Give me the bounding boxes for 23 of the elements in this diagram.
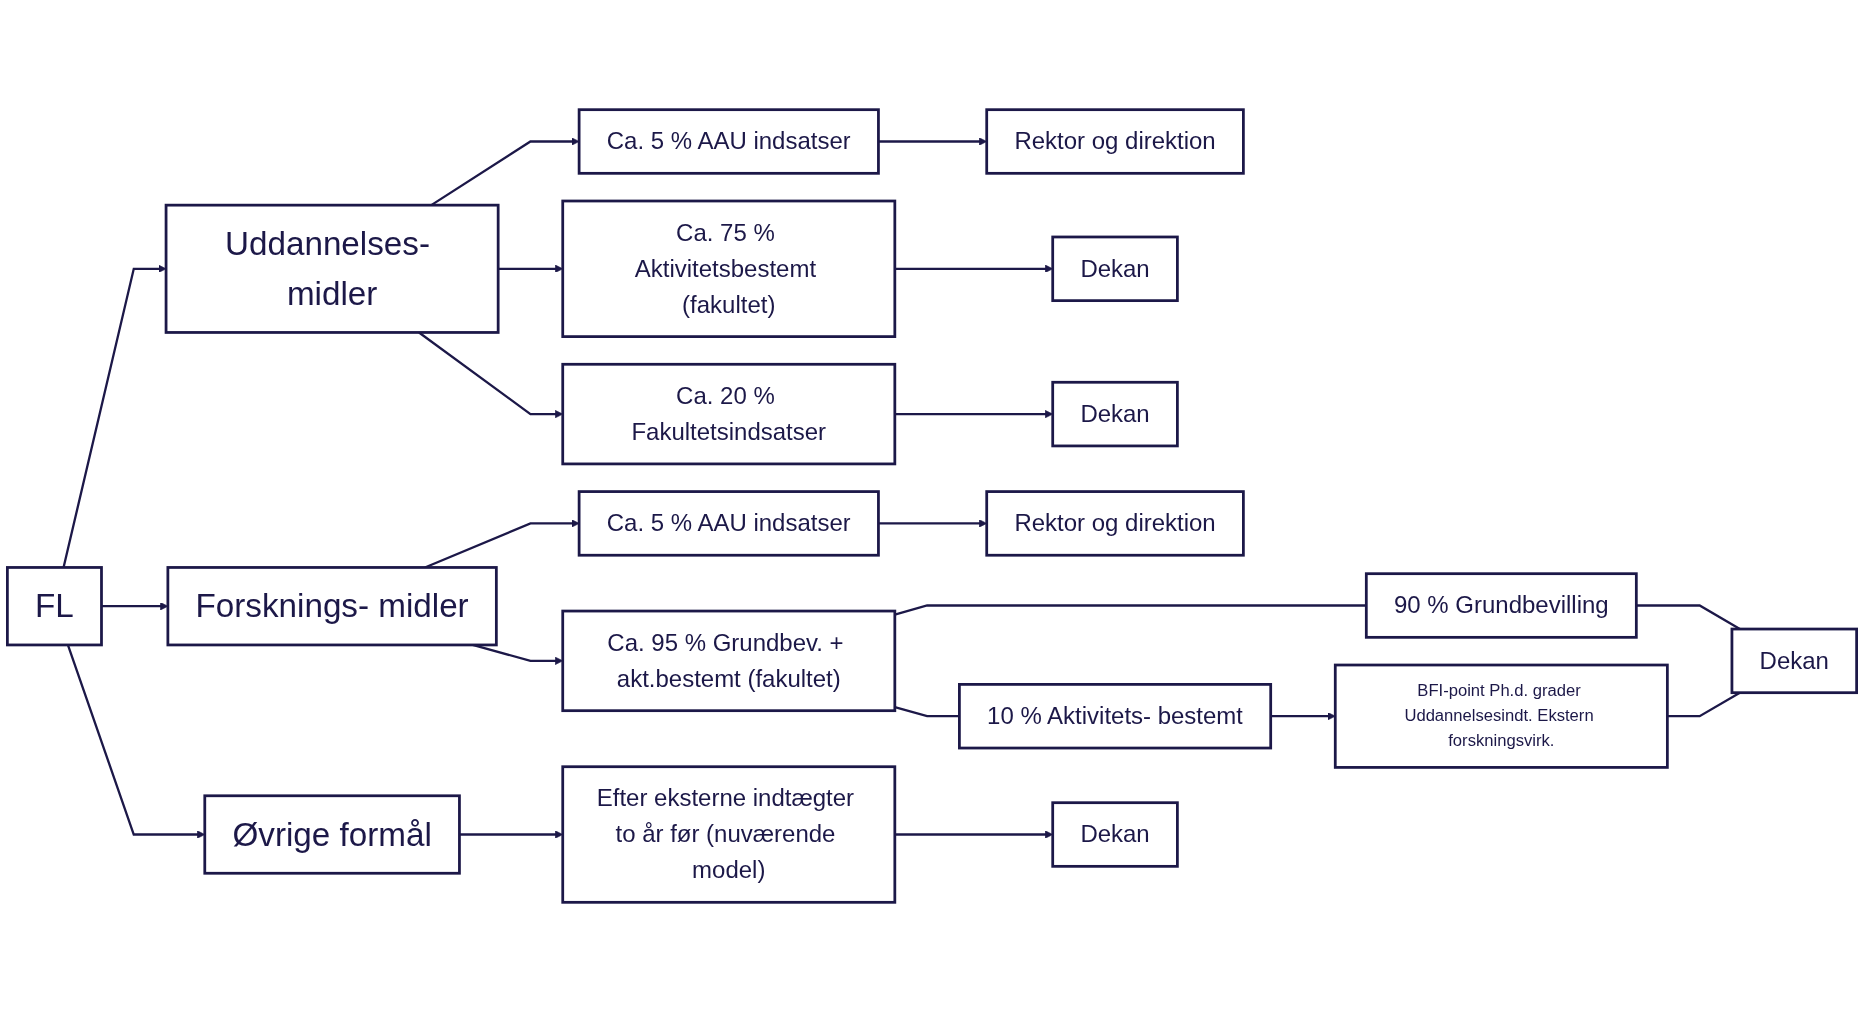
node-box: Rektor og direktion [985,490,1245,557]
node-box: Dekan [1051,380,1179,448]
node-box: 90 % Grundbevilling [1364,572,1638,639]
arrow [62,264,167,568]
node-box: Ca. 20 % Fakultetsindsatser [561,362,897,466]
node-box: Dekan [1051,801,1179,868]
node-box: Øvrige formål [203,794,461,875]
node-box: Efter eksterne indtægter to år før (nuværende model) [561,765,897,904]
node-box: Ca. 5 % AAU indsatser [577,490,880,557]
node-box: 10 % Aktivitets- bestemt [958,683,1273,750]
node-box: Forsknings- midler [166,566,498,647]
node-box: BFI-point Ph.d. grader Uddannelsesindt. Ekstern forskningsvirk. [1333,663,1669,769]
node-box: Dekan [1051,235,1179,302]
node-box: Uddannelses- midler [164,203,500,334]
node-box: Dekan [1730,627,1858,695]
arrow [1270,712,1336,721]
node-box: Rektor og direktion [985,108,1245,175]
connector [894,706,960,718]
node-box: FL [6,566,103,647]
node-box: Ca. 5 % AAU indsatser [577,108,880,175]
connector [894,604,1367,616]
node-box: Ca. 95 % Grundbev. + akt.bestemt (fakultet) [561,609,897,713]
node-box: Ca. 75 % Aktivitetsbestemt (fakultet) [561,199,897,338]
